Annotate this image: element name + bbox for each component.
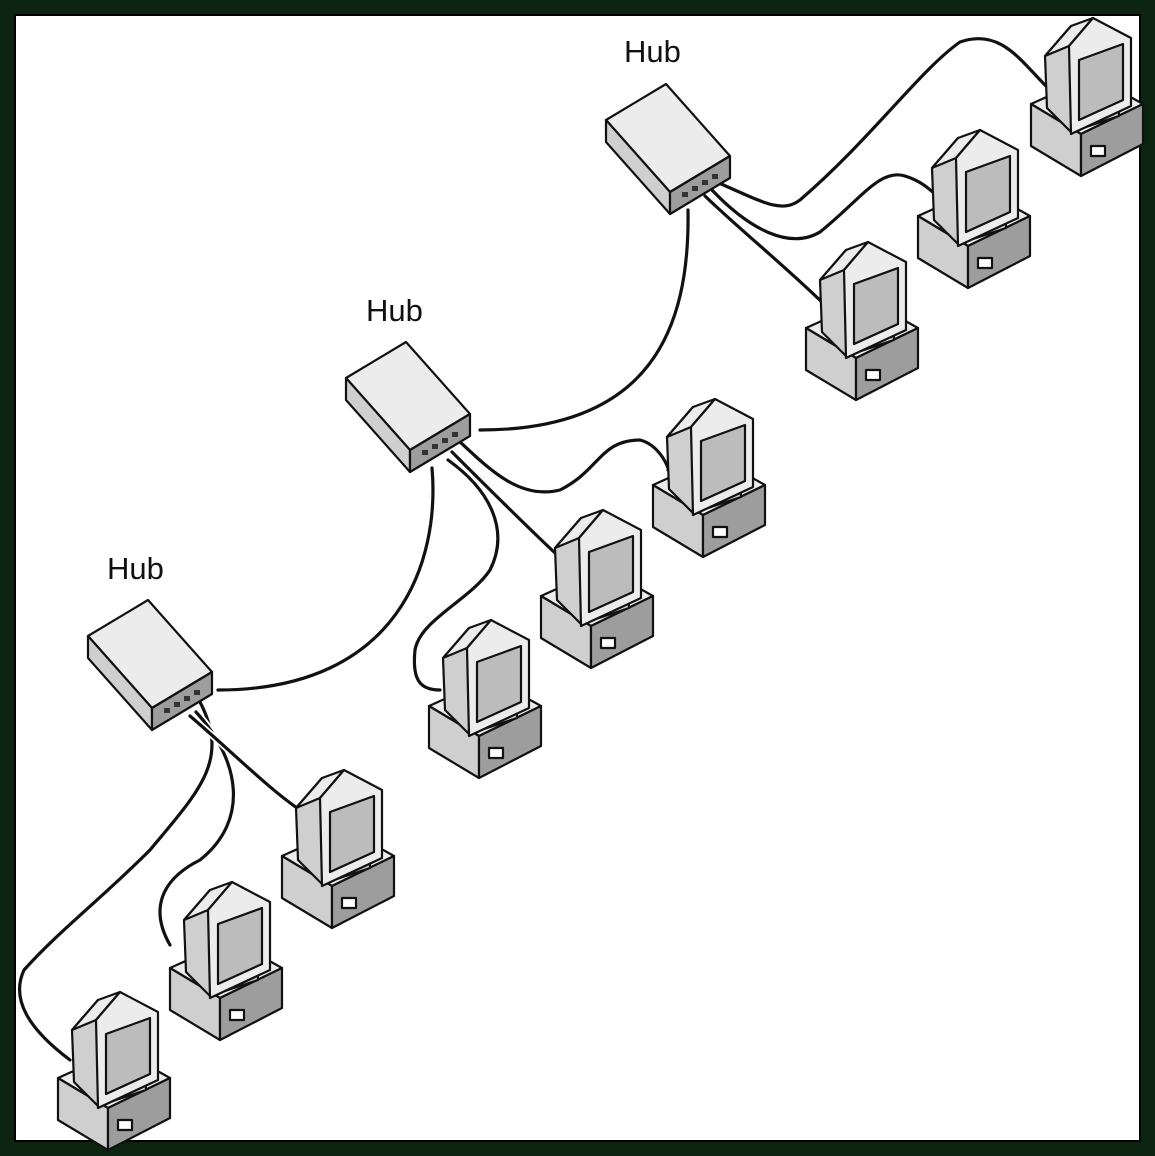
cable-hub-top-to-pc-top-3 bbox=[703, 194, 832, 312]
monitor-screen bbox=[328, 794, 376, 874]
drive-slot bbox=[340, 896, 358, 910]
port-icon bbox=[452, 432, 458, 437]
port-icon bbox=[692, 186, 698, 191]
computer-top-1 bbox=[1029, 16, 1145, 178]
hub-box-top bbox=[604, 82, 732, 216]
hub-label-top: Hub bbox=[624, 34, 681, 69]
cable-hub-middle-to-pc-mid-1 bbox=[456, 438, 670, 494]
drive-slot bbox=[711, 525, 729, 539]
cable-hub-middle-to-pc-mid-3 bbox=[412, 458, 500, 692]
drive-slot bbox=[487, 746, 505, 760]
cable-hub-bottom-to-pc-bot-1 bbox=[18, 700, 214, 1062]
hub-labels: Hub Hub Hub bbox=[107, 34, 681, 586]
monitor-screen bbox=[216, 906, 264, 986]
monitor-screen bbox=[104, 1016, 152, 1096]
cable-hub-top-to-hub-middle bbox=[478, 208, 690, 432]
port-icon bbox=[174, 702, 180, 707]
cable-hub-bottom-to-pc-bot-2 bbox=[158, 710, 235, 947]
cable-halo bbox=[214, 464, 437, 694]
monitor-screen bbox=[587, 534, 635, 614]
computer-mid-1 bbox=[651, 397, 767, 559]
port-icon bbox=[184, 696, 190, 701]
cable-hub-top-to-pc-top-2 bbox=[710, 173, 944, 241]
port-icon bbox=[432, 444, 438, 449]
cable-hub-middle-to-hub-bottom bbox=[216, 466, 435, 692]
drive-slot bbox=[864, 368, 882, 382]
cable-halo bbox=[454, 436, 672, 496]
cables bbox=[16, 35, 1050, 1064]
cable-halo bbox=[708, 171, 946, 243]
monitor-screen bbox=[852, 266, 900, 346]
hub-box-bottom bbox=[86, 598, 214, 732]
monitor-screen bbox=[964, 154, 1012, 234]
computer-top-2 bbox=[916, 128, 1032, 290]
drive-slot bbox=[1089, 144, 1107, 158]
computer-mid-3 bbox=[427, 618, 543, 780]
drive-slot bbox=[599, 636, 617, 650]
cable-halo bbox=[476, 206, 692, 434]
port-icon bbox=[712, 174, 718, 179]
port-icon bbox=[442, 438, 448, 443]
port-icon bbox=[702, 180, 708, 185]
hub-box-middle bbox=[344, 340, 472, 474]
drive-slot bbox=[116, 1118, 134, 1132]
port-icon bbox=[194, 690, 200, 695]
computer-mid-2 bbox=[539, 508, 655, 670]
drive-slot bbox=[976, 256, 994, 270]
cable-hub-middle-to-pc-mid-2 bbox=[450, 450, 557, 555]
computer-bot-2 bbox=[168, 880, 284, 1042]
port-icon bbox=[682, 192, 688, 197]
monitor-screen bbox=[1077, 42, 1125, 122]
devices bbox=[56, 16, 1145, 1152]
port-icon bbox=[422, 450, 428, 455]
computer-bot-1 bbox=[280, 768, 396, 930]
hub-label-bottom: Hub bbox=[107, 551, 164, 586]
hub-label-middle: Hub bbox=[366, 293, 423, 328]
cable-hub-bottom-to-pc-bot-3 bbox=[188, 714, 302, 812]
port-icon bbox=[164, 708, 170, 713]
cable-hub-top-to-pc-top-1 bbox=[705, 37, 1048, 208]
monitor-screen bbox=[475, 644, 523, 724]
drive-slot bbox=[228, 1008, 246, 1022]
computer-bot-3 bbox=[56, 990, 172, 1152]
monitor-screen bbox=[699, 423, 747, 503]
computer-top-3 bbox=[804, 240, 920, 402]
